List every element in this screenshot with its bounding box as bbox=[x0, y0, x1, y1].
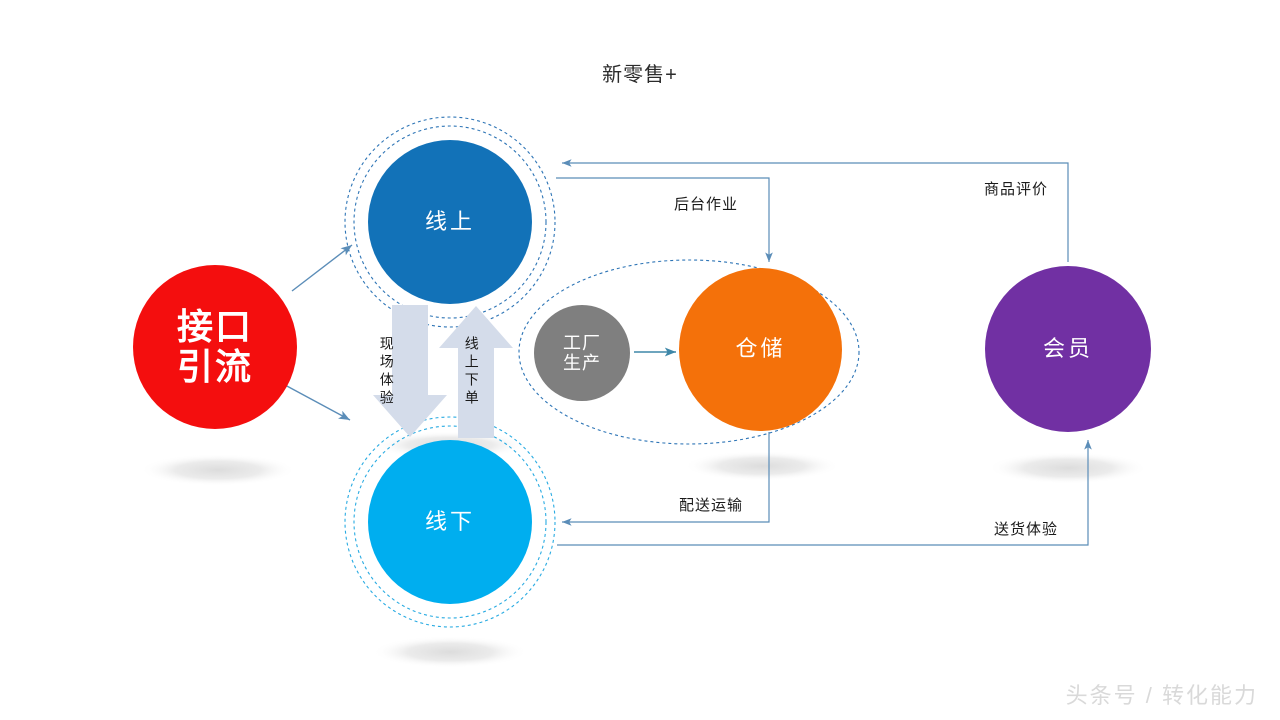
watermark: 头条号 / 转化能力 bbox=[1065, 683, 1258, 708]
node-member[interactable]: 会员 bbox=[985, 266, 1151, 432]
node-online[interactable]: 线上 bbox=[368, 140, 532, 304]
offline-dotted-rings bbox=[344, 416, 556, 628]
supply-group-dotted-ellipse bbox=[518, 259, 860, 445]
flow-label-backend-ops: 后台作业 bbox=[671, 192, 742, 215]
connector-delivery-transport bbox=[562, 432, 770, 526]
node-entry-label-line1: 接口 bbox=[176, 305, 253, 347]
node-online-label: 线上 bbox=[424, 208, 475, 234]
online-dotted-rings bbox=[344, 116, 556, 328]
node-factory-label-line2: 生产 bbox=[563, 353, 601, 373]
connector-delivery-experience bbox=[557, 440, 1092, 546]
node-member-label: 会员 bbox=[1042, 335, 1093, 361]
flow-label-product-review: 商品评价 bbox=[981, 177, 1052, 200]
block-arrow-label-online-ordering: 线上下单 bbox=[463, 336, 480, 408]
node-storage-label: 仓储 bbox=[735, 336, 786, 362]
node-factory[interactable]: 工厂 生产 bbox=[534, 305, 630, 401]
node-offline-label: 线下 bbox=[424, 508, 475, 534]
connector-backend-ops bbox=[556, 177, 773, 262]
page-title: 新零售+ bbox=[0, 58, 1280, 87]
node-factory-label-line1: 工厂 bbox=[563, 332, 601, 353]
block-arrow-online-ordering bbox=[439, 306, 513, 438]
flow-label-delivery-experience: 送货体验 bbox=[991, 517, 1062, 540]
block-arrow-onsite-experience bbox=[373, 305, 447, 437]
block-arrow-label-onsite-experience: 现场体验 bbox=[378, 336, 395, 408]
node-storage[interactable]: 仓储 bbox=[679, 268, 842, 431]
node-entry-label-line2: 引流 bbox=[176, 346, 253, 387]
connector-entry-to-online bbox=[291, 244, 353, 292]
node-offline[interactable]: 线下 bbox=[368, 440, 532, 604]
node-entry[interactable]: 接口 引流 bbox=[133, 265, 297, 429]
node-shadows bbox=[140, 431, 1148, 668]
page-title-text: 新零售+ bbox=[602, 64, 678, 86]
connector-product-review bbox=[562, 159, 1069, 262]
connector-entry-to-offline bbox=[284, 384, 351, 421]
flow-label-delivery-transport: 配送运输 bbox=[676, 493, 747, 516]
